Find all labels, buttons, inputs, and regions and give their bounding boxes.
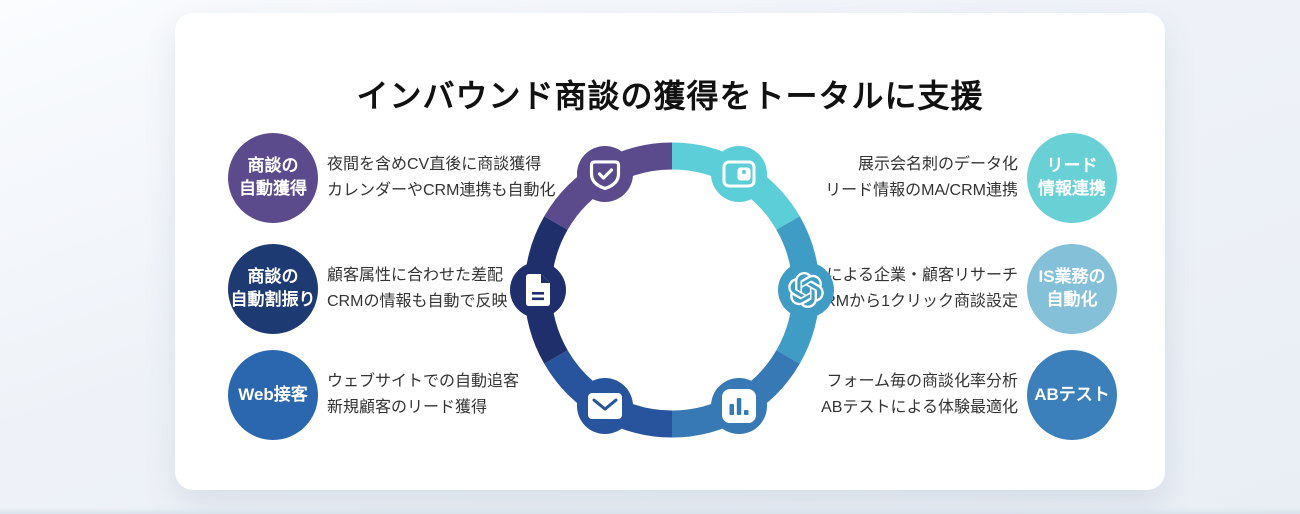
main-card: インバウンド商談の獲得をトータルに支援 商談の 自動獲得 夜間を含めCV直後に商…: [175, 13, 1165, 490]
envelope-icon: [588, 393, 622, 420]
page-title: インバウンド商談の獲得をトータルに支援: [356, 78, 984, 114]
badge-label-line: リード: [1046, 156, 1098, 176]
feature-meeting-auto-acquire: 商談の 自動獲得 夜間を含めCV直後に商談獲得 カレンダーやCRM連携も自動化: [228, 133, 555, 223]
shield-check-icon: [589, 160, 621, 191]
badge-web-customer-service: Web接客: [228, 350, 318, 440]
feature-lead-integration: 展示会名刺のデータ化 リード情報のMA/CRM連携 リード 情報連携: [825, 133, 1117, 223]
badge-label-line: 商談の: [247, 267, 299, 287]
feature-description: ウェブサイトでの自動追客 新規顧客のリード獲得: [327, 369, 519, 421]
badge-ab-test: ABテスト: [1027, 350, 1117, 440]
desc-line: 顧客属性に合わせた差配: [327, 267, 504, 284]
desc-line: フォーム毎の商談化率分析: [826, 373, 1018, 390]
badge-label-line: 自動獲得: [239, 179, 307, 198]
feature-ab-test: フォーム毎の商談化率分析 ABテストによる体験最適化 ABテスト: [821, 350, 1117, 440]
feature-is-automation: AIによる企業・顧客リサーチ CRMから1クリック商談設定 IS業務の 自動化: [811, 244, 1117, 334]
badge-meeting-auto-assign: 商談の 自動割振り: [228, 244, 318, 334]
feature-meeting-auto-assign: 商談の 自動割振り 顧客属性に合わせた差配 CRMの情報も自動で反映: [228, 244, 507, 334]
feature-description: 夜間を含めCV直後に商談獲得 カレンダーやCRM連携も自動化: [327, 152, 555, 204]
desc-line: ABテストによる体験最適化: [821, 399, 1018, 416]
badge-label-line: 自動化: [1046, 290, 1098, 309]
desc-line: カレンダーやCRM連携も自動化: [327, 182, 556, 199]
bar-chart-icon: [722, 389, 756, 424]
desc-line: ウェブサイトでの自動追客: [327, 373, 520, 390]
desc-line: AIによる企業・顧客リサーチ: [811, 267, 1018, 284]
desc-line: 新規顧客のリード獲得: [327, 399, 488, 416]
feature-description: フォーム毎の商談化率分析 ABテストによる体験最適化: [821, 369, 1018, 421]
cycle-ring: [510, 142, 834, 438]
badge-label-line: IS業務の: [1038, 267, 1106, 287]
badge-label-line: ABテスト: [1034, 384, 1110, 404]
badge-label-line: 自動割振り: [230, 290, 316, 309]
openai-icon: [788, 272, 824, 309]
desc-line: リード情報のMA/CRM連携: [825, 182, 1018, 199]
document-icon: [526, 274, 550, 306]
desc-line: CRMの情報も自動で反映: [327, 293, 508, 310]
feature-web-customer-service: Web接客 ウェブサイトでの自動追客 新規顧客のリード獲得: [228, 350, 519, 440]
desc-line: 夜間を含めCV直後に商談獲得: [327, 156, 542, 173]
business-card-icon: [722, 160, 756, 188]
badge-is-automation: IS業務の 自動化: [1027, 244, 1117, 334]
ring-node: [577, 145, 633, 202]
badge-label-line: 商談の: [247, 156, 299, 176]
feature-description: AIによる企業・顧客リサーチ CRMから1クリック商談設定: [811, 263, 1018, 315]
feature-description: 展示会名刺のデータ化 リード情報のMA/CRM連携: [825, 152, 1018, 204]
feature-description: 顧客属性に合わせた差配 CRMの情報も自動で反映: [327, 263, 507, 315]
desc-line: CRMから1クリック商談設定: [812, 293, 1018, 310]
badge-label-line: 情報連携: [1038, 179, 1106, 198]
badge-meeting-auto-acquire: 商談の 自動獲得: [228, 133, 318, 223]
badge-lead-integration: リード 情報連携: [1027, 133, 1117, 223]
bottom-edge-divider: [0, 508, 1300, 514]
desc-line: 展示会名刺のデータ化: [857, 156, 1018, 173]
badge-label-line: Web接客: [238, 384, 308, 404]
ring-node: [778, 262, 834, 318]
